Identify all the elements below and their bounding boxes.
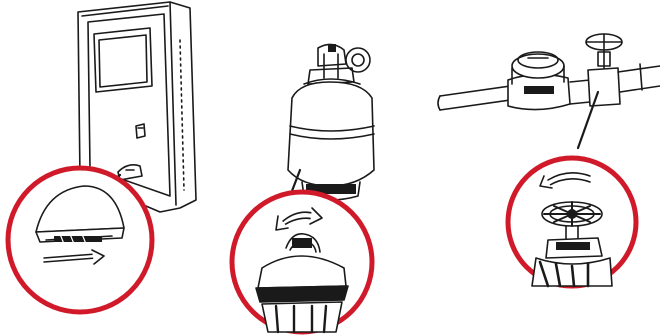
callout-cylinder-valve bbox=[232, 192, 372, 332]
callout-gate-valve bbox=[508, 158, 636, 286]
water-main-pipe bbox=[438, 34, 660, 148]
callout-shutoff-switch bbox=[8, 168, 152, 312]
gas-cylinder bbox=[284, 44, 374, 212]
